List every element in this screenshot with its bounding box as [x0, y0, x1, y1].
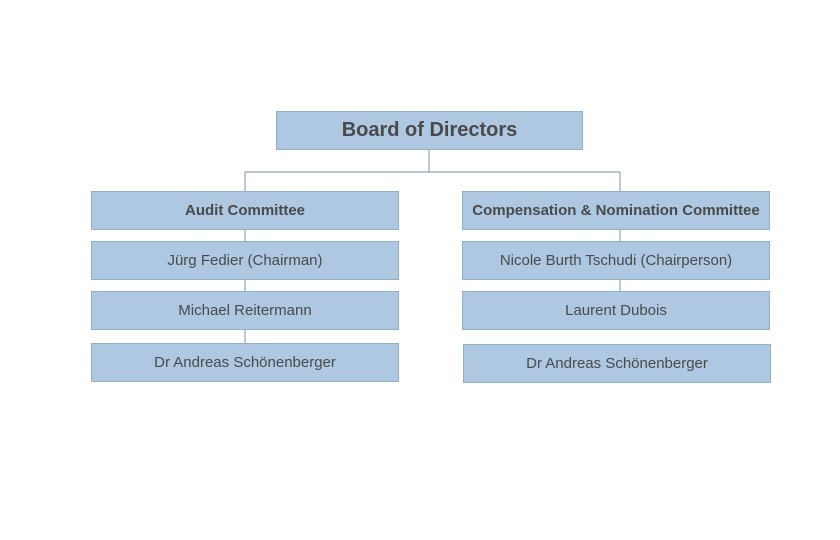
- compensation-member-name: Dr Andreas Schönenberger: [526, 355, 708, 372]
- compensation-member-box: Laurent Dubois: [462, 291, 770, 330]
- compensation-committee-box: Compensation & Nomination Committee: [462, 191, 770, 230]
- audit-member-box: Jürg Fedier (Chairman): [91, 241, 399, 280]
- compensation-member-box: Dr Andreas Schönenberger: [463, 344, 771, 383]
- compensation-member-name: Laurent Dubois: [565, 302, 667, 319]
- audit-member-box: Dr Andreas Schönenberger: [91, 343, 399, 382]
- compensation-committee-title: Compensation & Nomination Committee: [472, 202, 760, 219]
- audit-member-name: Michael Reitermann: [178, 302, 312, 319]
- audit-member-name: Dr Andreas Schönenberger: [154, 354, 336, 371]
- audit-member-name: Jürg Fedier (Chairman): [167, 252, 323, 269]
- board-of-directors-box: Board of Directors: [276, 111, 583, 150]
- board-title: Board of Directors: [341, 119, 518, 141]
- audit-member-box: Michael Reitermann: [91, 291, 399, 330]
- compensation-member-box: Nicole Burth Tschudi (Chairperson): [462, 241, 770, 280]
- audit-committee-box: Audit Committee: [91, 191, 399, 230]
- audit-committee-title: Audit Committee: [185, 202, 305, 219]
- compensation-member-name: Nicole Burth Tschudi (Chairperson): [499, 252, 733, 269]
